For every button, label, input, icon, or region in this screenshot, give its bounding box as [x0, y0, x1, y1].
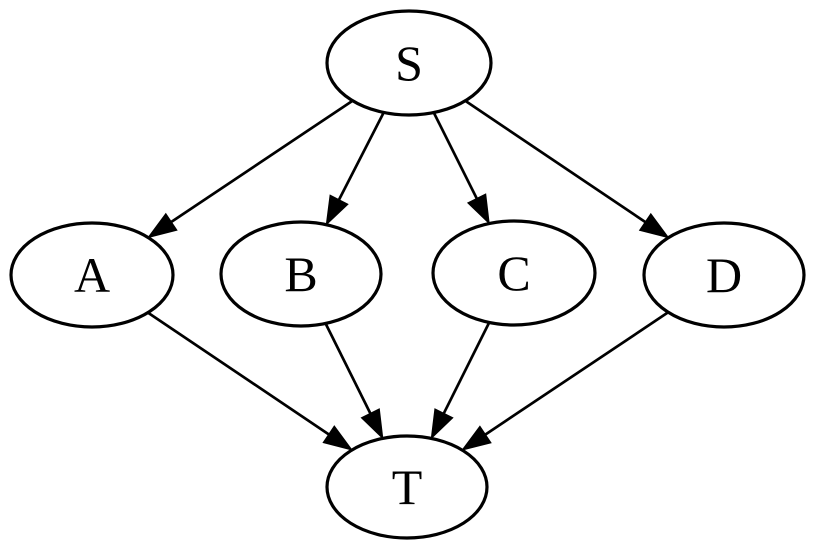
edge-line-C-T: [441, 321, 491, 416]
edge-line-A-T: [147, 311, 332, 437]
node-B-label: B: [284, 246, 317, 302]
node-S: S: [325, 9, 493, 117]
arrowhead-icon: [146, 212, 178, 239]
node-D: D: [642, 221, 806, 329]
node-S-shape: [325, 9, 493, 117]
node-D-shape: [642, 221, 806, 329]
edge-A-to-T: [147, 311, 354, 451]
edge-S-to-C: [432, 111, 490, 225]
arrowhead-icon: [322, 425, 354, 451]
edge-line-S-D: [464, 99, 648, 225]
edge-B-to-T: [324, 322, 384, 440]
node-A-shape: [9, 221, 175, 329]
arrowhead-icon: [360, 408, 384, 440]
node-B: B: [219, 220, 383, 328]
arrowhead-icon: [325, 194, 349, 227]
arrowhead-icon: [460, 425, 492, 451]
node-T: T: [325, 434, 489, 540]
edge-S-to-A: [146, 99, 354, 239]
arrowhead-icon: [430, 408, 454, 440]
node-T-label: T: [392, 459, 423, 515]
edge-S-to-B: [325, 111, 385, 227]
node-T-shape: [325, 434, 489, 540]
node-C-label: C: [497, 245, 530, 301]
node-B-shape: [219, 220, 383, 328]
node-C: C: [431, 219, 597, 327]
edge-line-S-C: [432, 111, 479, 201]
node-A-label: A: [74, 247, 110, 303]
node-S-label: S: [395, 35, 423, 91]
edge-line-D-T: [483, 311, 669, 437]
node-A: A: [9, 221, 175, 329]
arrowhead-icon: [466, 193, 490, 225]
edge-D-to-T: [460, 311, 669, 451]
edge-line-B-T: [324, 322, 373, 416]
edge-S-to-D: [464, 99, 670, 239]
edge-line-S-B: [336, 111, 385, 203]
arrowhead-icon: [638, 212, 670, 239]
node-C-shape: [431, 219, 597, 327]
node-D-label: D: [706, 247, 742, 303]
edge-C-to-T: [430, 321, 491, 440]
edge-line-S-A: [168, 99, 354, 225]
